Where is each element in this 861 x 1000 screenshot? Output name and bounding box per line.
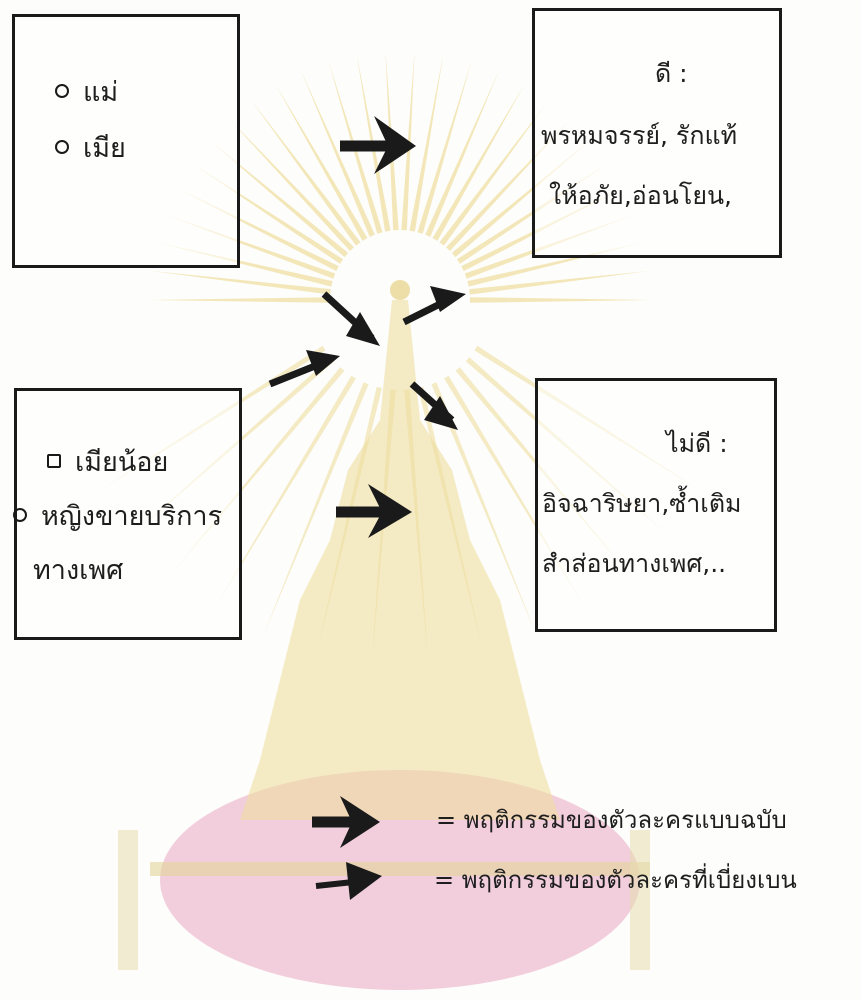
bullet-icon — [55, 139, 69, 154]
top-right-box: ดี : พรหมจรรย์, รักแท้ ให้อภัย,อ่อนโยน, — [532, 8, 782, 258]
emblem-ray — [214, 375, 356, 609]
legend-thick-arrow-icon — [312, 796, 380, 848]
thick-arrow-icon — [340, 116, 416, 174]
emblem-right-post — [630, 830, 650, 970]
bad-heading: ไม่ดี : — [666, 429, 728, 458]
bad-line-2: สำส่อนทางเพศ,.. — [542, 549, 727, 578]
emblem-ray — [417, 60, 472, 234]
legend-thin-arrow-icon — [315, 862, 382, 900]
emblem-ray — [151, 270, 331, 295]
top-left-item-mother: แม่ — [55, 79, 118, 106]
bottom-left-box: เมียน้อย หญิงขายบริการ ทางเพศ — [13, 388, 242, 640]
bottom-left-item-cont: ทางเพศ — [33, 555, 124, 586]
emblem-left-post — [118, 830, 138, 970]
emblem-ray — [250, 99, 361, 246]
bullet-icon — [13, 507, 27, 522]
emblem-ray — [425, 70, 500, 237]
emblem-ray — [275, 83, 368, 241]
thick-arrow-icon — [336, 484, 412, 538]
bottom-left-item-minor-wife: เมียน้อย — [47, 449, 168, 476]
bullet-icon — [47, 453, 61, 468]
emblem-ray — [469, 297, 650, 303]
emblem-ray — [228, 118, 355, 252]
good-heading: ดี : — [655, 59, 688, 88]
emblem-ray — [150, 297, 331, 303]
bullet-icon — [55, 83, 69, 98]
emblem-ray — [264, 382, 369, 634]
thin-arrow-icon — [321, 291, 380, 346]
legend-deviant: = พฤติกรรมของตัวละครที่เบี่ยงเบน — [434, 866, 797, 894]
emblem-base-bar — [150, 862, 650, 876]
emblem-ray — [300, 70, 375, 237]
emblem-ray — [469, 270, 649, 295]
good-line-2: ให้อภัย,อ่อนโยน, — [549, 181, 733, 210]
thin-arrow-icon — [402, 286, 466, 326]
bad-line-1: อิจฉาริษยา,ซ้ำเติม — [542, 489, 742, 518]
top-left-item-wife: เมีย — [55, 135, 126, 162]
bottom-left-item-sex-worker: หญิงขายบริการ — [13, 503, 222, 530]
emblem-ray — [409, 53, 444, 232]
emblem-ray — [431, 382, 536, 634]
top-left-box: แม่ เมีย — [12, 14, 240, 268]
emblem-ray — [208, 139, 349, 258]
thin-arrow-icon — [409, 381, 458, 430]
emblem-spire-top — [390, 280, 410, 300]
emblem-ray — [439, 99, 550, 246]
thin-arrow-icon — [268, 350, 340, 388]
emblem-base-ellipse — [160, 770, 640, 990]
emblem-ray — [432, 83, 525, 241]
legend-standard: = พฤติกรรมของตัวละครแบบฉบับ — [436, 806, 787, 834]
bottom-right-box: ไม่ดี : อิจฉาริษยา,ซ้ำเติม สำส่อนทางเพศ,… — [535, 378, 777, 632]
emblem-spire — [240, 300, 560, 820]
good-line-1: พรหมจรรย์, รักแท้ — [541, 121, 738, 150]
